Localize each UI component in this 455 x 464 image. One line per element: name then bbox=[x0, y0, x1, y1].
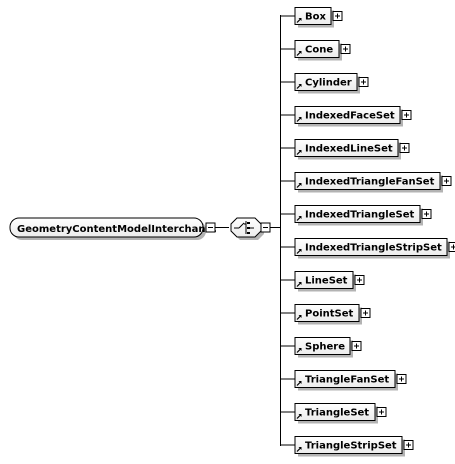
arrow-ref-icon bbox=[296, 282, 302, 287]
element-node-label: IndexedFaceSet bbox=[305, 111, 395, 122]
element-node[interactable]: IndexedLineSet bbox=[280, 139, 410, 160]
expand-toggle[interactable] bbox=[340, 44, 351, 54]
element-node-label: LineSet bbox=[305, 276, 348, 287]
expand-toggle[interactable] bbox=[332, 11, 343, 21]
element-node-label: IndexedTriangleStripSet bbox=[305, 243, 442, 254]
plus-box-icon bbox=[448, 242, 455, 252]
expand-toggle[interactable] bbox=[401, 110, 412, 120]
element-node-label: TriangleFanSet bbox=[305, 375, 389, 386]
arrow-ref-icon bbox=[296, 84, 302, 89]
arrow-ref-icon bbox=[296, 381, 302, 386]
choice-collapse-toggle[interactable] bbox=[260, 222, 271, 233]
element-node[interactable]: TriangleFanSet bbox=[280, 370, 407, 391]
element-node[interactable]: Cylinder bbox=[280, 73, 369, 94]
element-node-label: IndexedTriangleSet bbox=[305, 210, 414, 221]
expand-toggle[interactable] bbox=[360, 308, 371, 318]
arrow-ref-icon bbox=[296, 216, 302, 221]
element-node[interactable]: TriangleSet bbox=[280, 403, 387, 424]
plus-box-icon bbox=[421, 209, 432, 219]
element-node-label: PointSet bbox=[305, 309, 354, 320]
element-node[interactable]: IndexedTriangleStripSet bbox=[280, 238, 455, 259]
arrow-ref-icon bbox=[296, 315, 302, 320]
element-node-label: Cylinder bbox=[305, 78, 352, 89]
arrow-ref-icon bbox=[296, 18, 302, 23]
expand-toggle[interactable] bbox=[351, 341, 362, 351]
element-node-label: TriangleSet bbox=[305, 408, 369, 419]
expand-toggle[interactable] bbox=[399, 143, 410, 153]
choice-compositor[interactable] bbox=[230, 217, 264, 240]
expand-toggle[interactable] bbox=[421, 209, 432, 219]
element-node-label: Box bbox=[305, 12, 326, 23]
plus-box-icon bbox=[360, 308, 371, 318]
element-node[interactable]: Box bbox=[280, 7, 343, 28]
arrow-ref-icon bbox=[296, 447, 302, 452]
child-elements: BoxConeCylinderIndexedFaceSetIndexedLine… bbox=[280, 7, 455, 457]
plus-box-icon bbox=[396, 374, 407, 384]
arrow-ref-icon bbox=[296, 249, 302, 254]
plus-box-icon bbox=[354, 275, 365, 285]
plus-box-icon bbox=[340, 44, 351, 54]
group-collapse-toggle[interactable] bbox=[205, 222, 216, 233]
element-node[interactable]: TriangleStripSet bbox=[280, 436, 414, 457]
expand-toggle[interactable] bbox=[441, 176, 452, 186]
element-node[interactable]: PointSet bbox=[280, 304, 371, 325]
arrow-ref-icon bbox=[296, 348, 302, 353]
expand-toggle[interactable] bbox=[358, 77, 369, 87]
plus-box-icon bbox=[399, 143, 410, 153]
choice-compositor-icon bbox=[234, 221, 254, 234]
arrow-ref-icon bbox=[296, 183, 302, 188]
element-node-label: IndexedTriangleFanSet bbox=[305, 177, 435, 188]
group-node[interactable]: GeometryContentModelInterchan... bbox=[9, 217, 217, 240]
expand-toggle[interactable] bbox=[403, 440, 414, 450]
expand-toggle[interactable] bbox=[448, 242, 455, 252]
element-node[interactable]: Sphere bbox=[280, 337, 362, 358]
expand-toggle[interactable] bbox=[354, 275, 365, 285]
arrow-ref-icon bbox=[296, 414, 302, 419]
element-node[interactable]: Cone bbox=[280, 40, 351, 61]
element-node-label: Sphere bbox=[305, 342, 345, 353]
arrow-ref-icon bbox=[296, 150, 302, 155]
expand-toggle[interactable] bbox=[376, 407, 387, 417]
plus-box-icon bbox=[403, 440, 414, 450]
element-node-label: TriangleStripSet bbox=[305, 441, 397, 452]
element-node[interactable]: LineSet bbox=[280, 271, 365, 292]
plus-box-icon bbox=[401, 110, 412, 120]
group-node-label: GeometryContentModelInterchan... bbox=[17, 224, 217, 235]
arrow-ref-icon bbox=[296, 117, 302, 122]
minus-box-icon bbox=[260, 222, 271, 233]
plus-box-icon bbox=[376, 407, 387, 417]
arrow-ref-icon bbox=[296, 51, 302, 56]
element-node[interactable]: IndexedTriangleFanSet bbox=[280, 172, 452, 193]
plus-box-icon bbox=[441, 176, 452, 186]
element-node[interactable]: IndexedTriangleSet bbox=[280, 205, 432, 226]
element-node[interactable]: IndexedFaceSet bbox=[280, 106, 412, 127]
element-node-label: Cone bbox=[305, 45, 333, 56]
plus-box-icon bbox=[358, 77, 369, 87]
plus-box-icon bbox=[351, 341, 362, 351]
expand-toggle[interactable] bbox=[396, 374, 407, 384]
minus-box-icon bbox=[205, 222, 216, 233]
element-node-label: IndexedLineSet bbox=[305, 144, 393, 155]
plus-box-icon bbox=[332, 11, 343, 21]
